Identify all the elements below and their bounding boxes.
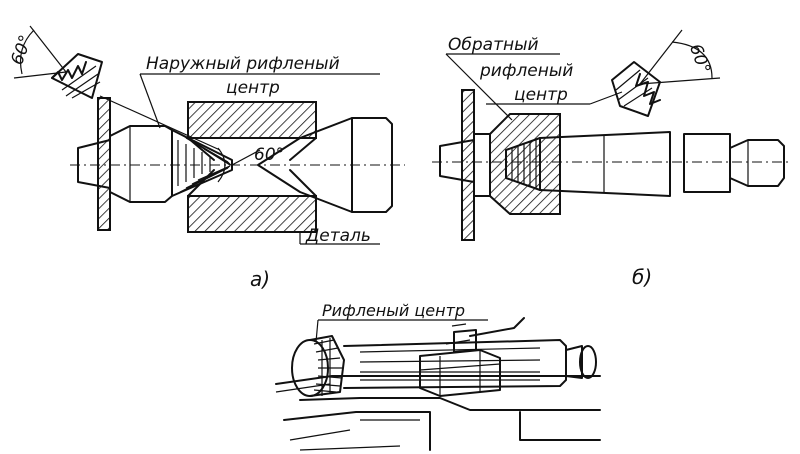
figure-b-angle: 60° <box>685 41 714 76</box>
figure-c-workpiece <box>343 339 567 389</box>
figure-b-center-label-2: рифленый <box>479 61 573 81</box>
figure-a-part-bottom <box>187 195 317 233</box>
figure-a-wall <box>97 97 111 231</box>
figure-a-caption: а) <box>250 267 270 291</box>
figure-a-tooth-detail: 60° <box>7 25 103 99</box>
figure-a-part-label: Деталь <box>305 226 371 246</box>
figure-b-caption: б) <box>632 265 652 289</box>
figure-b-workpiece <box>539 131 671 197</box>
figure-a-angle-mid: 60° <box>254 145 284 165</box>
figure-a: 60° 60° Наружный рифленый центр Деталь а… <box>7 25 405 291</box>
figure-b-center-label-1: Обратный <box>448 35 539 55</box>
figure-c-lever <box>469 317 525 337</box>
figure-a-angle-top: 60° <box>7 33 36 68</box>
figure-b-reverse-center <box>489 113 561 215</box>
figure-b-tailstock <box>683 133 731 193</box>
figure-b-wall <box>461 89 475 241</box>
figure-b-center-label-3: центр <box>514 85 568 105</box>
figure-b-tooth-detail: 60° <box>611 29 721 117</box>
figure-b: 60° Обратный рифленый центр б) <box>432 29 790 289</box>
figure-c: Рифленый центр <box>275 301 601 451</box>
figure-c-tool-post <box>419 349 501 397</box>
figure-b-spindle <box>439 139 475 183</box>
figure-a-part-top <box>187 101 317 139</box>
figure-a-center-body <box>109 125 173 203</box>
figure-a-center-label-2: центр <box>226 78 280 98</box>
figure-c-center-label: Рифленый центр <box>322 301 465 320</box>
figure-a-knurled-cone <box>171 129 233 197</box>
figure-a-center-label-1: Наружный рифленый <box>146 54 340 74</box>
